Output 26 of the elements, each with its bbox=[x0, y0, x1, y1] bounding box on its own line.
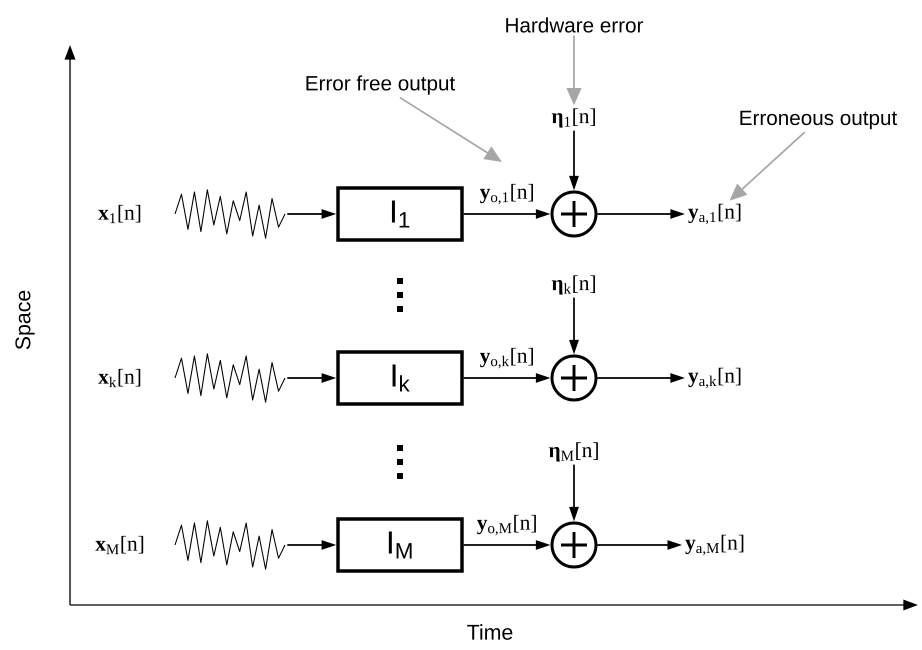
noise-label: η$_{k}$[n] bbox=[552, 275, 595, 295]
callout-text: Erroneous output bbox=[740, 110, 898, 130]
input-signal-label: x$_{k}$[n] bbox=[98, 368, 140, 388]
waveform-drawing bbox=[174, 353, 286, 403]
process-box: I$_{1}$ bbox=[336, 186, 464, 242]
summing-junction bbox=[550, 354, 598, 402]
waveform-drawing bbox=[174, 520, 286, 570]
edge-label: y$_{o,1}$[n] bbox=[480, 184, 533, 204]
process-box: I$_{M}$ bbox=[336, 517, 464, 573]
edge-label: y$_{o,k}$[n] bbox=[480, 348, 533, 368]
summing-junction bbox=[550, 190, 598, 238]
axis-label: Time bbox=[467, 624, 512, 640]
output-label: y$_{a,1}$[n] bbox=[688, 204, 740, 224]
input-signal-label: x$_{1}$[n] bbox=[98, 204, 140, 224]
summing-junction bbox=[550, 522, 598, 568]
input-signal-label: x$_{M}$[n] bbox=[95, 536, 144, 554]
callout-text: Hardware error bbox=[506, 17, 644, 33]
process-box: I$_{k}$ bbox=[336, 350, 464, 406]
noise-label: η$_{1}$[n] bbox=[552, 108, 595, 128]
waveform-drawing bbox=[174, 189, 286, 239]
edge-label: y$_{o,M}$[n] bbox=[477, 514, 536, 536]
callout-text: Error free output bbox=[306, 75, 456, 95]
axis-label: Space bbox=[15, 290, 35, 350]
noise-label: η$_{M}$[n] bbox=[548, 442, 598, 462]
output-label: y$_{a,M}$[n] bbox=[685, 534, 744, 556]
output-label: y$_{a,k}$[n] bbox=[688, 368, 740, 388]
